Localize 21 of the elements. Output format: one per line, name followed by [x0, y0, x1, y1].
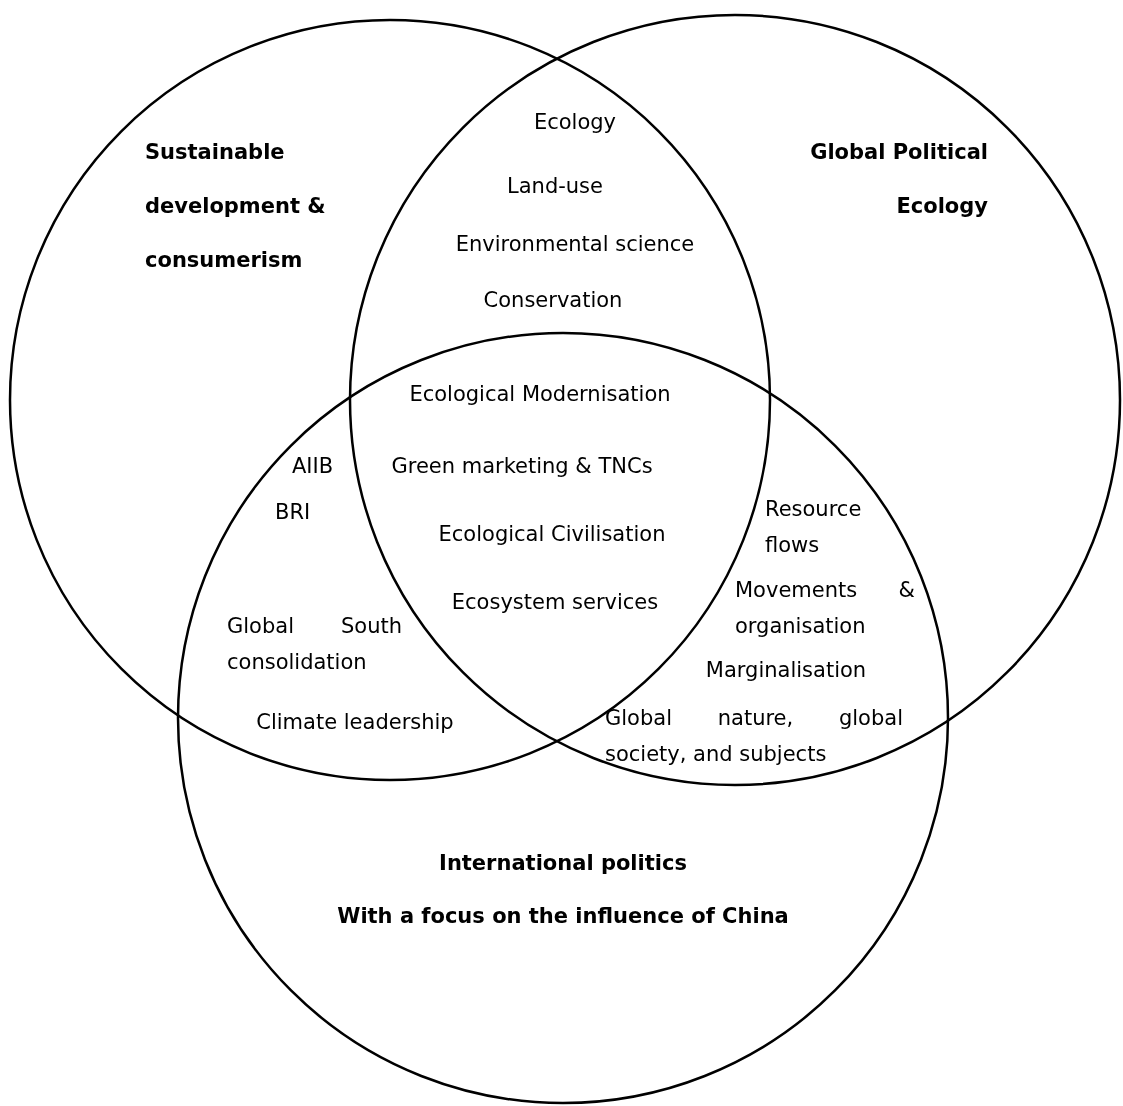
region-label: Land-use — [507, 173, 603, 200]
region-label: Ecosystem services — [451, 589, 659, 616]
region-label: Global nature, global society, and subjects — [605, 705, 903, 768]
region-label: AIIB — [292, 453, 334, 480]
region-label: Climate leadership — [256, 709, 454, 736]
set-heading: Sustainable development & consumerism — [145, 139, 327, 274]
region-label: Green marketing & TNCs — [391, 453, 653, 480]
set-heading: With a focus on the influence of China — [337, 903, 789, 930]
region-label: Ecological Civilisation — [438, 521, 666, 548]
region-label: BRI — [275, 499, 311, 526]
region-label: Environmental science — [455, 231, 695, 258]
venn-circle — [176, 331, 950, 1105]
region-label: Conservation — [483, 287, 623, 314]
region-label: Ecological Modernisation — [409, 381, 671, 408]
set-heading: Global Political Ecology — [809, 139, 988, 220]
region-label: Movements & organisation — [735, 577, 915, 640]
set-heading: International politics — [439, 850, 687, 877]
region-label: Global South consolidation — [227, 613, 402, 676]
region-label: Ecology — [533, 109, 617, 136]
region-label: Resource flows — [765, 496, 863, 559]
region-label: Marginalisation — [705, 657, 867, 684]
